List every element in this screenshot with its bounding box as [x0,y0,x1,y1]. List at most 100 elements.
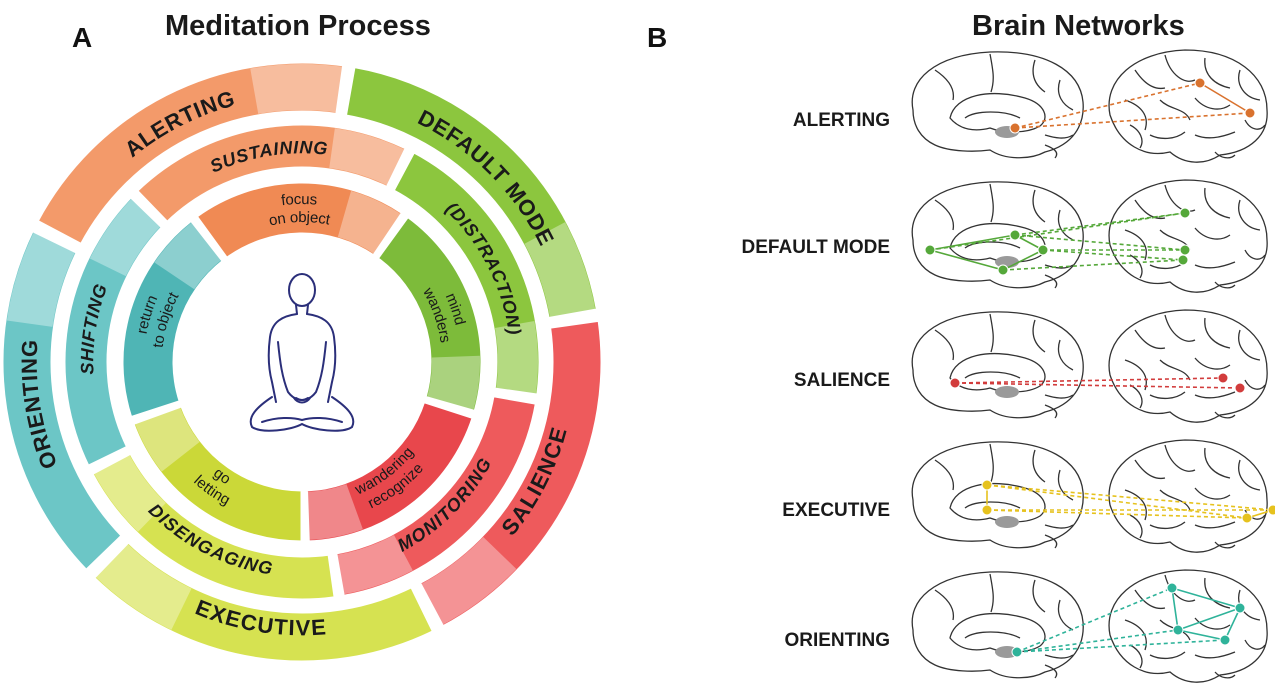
inner-segment-1 [375,214,484,414]
network-edge-0-2 [1199,82,1251,114]
inner-segment-highlight-4 [154,221,222,290]
inner-segment-2 [304,399,476,544]
middle-segment-1 [391,149,542,397]
brain-row-3 [911,439,1275,553]
network-node-3-2 [1241,512,1253,524]
network-edge-3-3 [986,509,1248,519]
network-node-1-4 [1179,207,1191,219]
network-edge-1-6 [1014,234,1186,251]
network-node-1-5 [1179,244,1191,256]
network-node-0-1 [1194,77,1206,89]
network-label-orienting: ORIENTING [784,630,890,651]
network-node-2-2 [1234,382,1246,394]
network-edge-1-3 [1002,249,1044,271]
inner-segment-highlight-0 [337,190,402,255]
brain-medial-icon [911,571,1084,679]
network-node-4-4 [1219,634,1231,646]
network-edge-0-0 [1014,82,1201,129]
network-edge-0-1 [1014,112,1251,129]
inner-segment-3 [130,403,304,544]
meditating-person-icon [249,273,355,432]
middle-segment-0 [134,122,409,225]
outer-segment-3 [91,539,436,664]
network-edge-4-7 [1016,639,1226,653]
network-label-salience: SALIENCE [793,370,890,391]
network-edge-1-9 [1042,249,1184,261]
brain-medial-icon [911,181,1084,289]
inner-segment-0 [194,180,405,261]
network-edge-4-4 [1177,607,1241,631]
outer-segment-4 [0,228,125,573]
network-node-0-0 [1009,122,1021,134]
outer-segment-highlight-0 [250,64,344,114]
network-edge-2-1 [954,382,1241,389]
middle-segment-highlight-3 [93,454,166,532]
brain-row-2 [911,309,1268,423]
network-edge-4-1 [1016,629,1179,653]
network-node-2-0 [949,377,961,389]
network-node-1-3 [1037,244,1049,256]
brain-row-1 [911,179,1268,293]
middle-segment-3 [89,451,337,602]
network-node-1-6 [1177,254,1189,266]
outer-segment-highlight-2 [420,537,517,626]
panel-b-title: Brain Networks [972,10,1185,42]
middle-segment-highlight-2 [336,535,413,595]
network-edge-4-3 [1171,587,1179,631]
brain-medial-icon [911,441,1084,549]
network-node-4-0 [1011,646,1023,658]
brain-lateral-icon [1108,49,1268,163]
network-node-3-1 [981,504,993,516]
network-edge-4-6 [1177,629,1226,641]
network-edge-1-5 [1014,212,1186,236]
outer-segment-highlight-4 [6,231,76,327]
middle-segment-highlight-4 [89,198,162,277]
middle-segment-2 [333,393,539,599]
panel-b-letter: B [647,22,668,53]
inner-ring [120,180,484,544]
network-edge-4-2 [1171,587,1241,609]
network-node-4-1 [1166,582,1178,594]
inner-label-3-line2: go [210,464,233,487]
network-node-3-0 [981,479,993,491]
network-edge-1-1 [929,249,1004,271]
brain-lateral-icon [1108,439,1268,553]
network-edge-4-0 [1016,587,1173,653]
middle-segment-highlight-0 [329,128,406,186]
network-node-0-2 [1244,107,1256,119]
brain-row-0 [911,49,1268,163]
network-node-3-3 [1267,504,1275,516]
middle-ring [62,122,542,602]
inner-label-0-line2: on object [267,209,332,230]
brain-lateral-icon [1108,309,1268,423]
network-node-4-2 [1234,602,1246,614]
brain-medial-icon [911,311,1084,419]
outer-ring [0,60,604,664]
network-label-default-mode: DEFAULT MODE [741,237,890,258]
network-node-1-0 [924,244,936,256]
outer-segment-highlight-3 [94,543,192,630]
brain-medial-icon [911,51,1084,159]
outer-segment-highlight-1 [524,222,596,319]
network-edge-1-4 [929,212,1186,251]
brain-networks [911,49,1275,683]
inner-segment-highlight-1 [426,355,480,412]
network-edge-3-2 [986,484,1274,511]
network-edge-4-5 [1224,607,1241,641]
middle-segment-4 [62,194,165,469]
network-label-executive: EXECUTIVE [782,500,890,521]
outer-segment-0 [35,60,346,247]
middle-segment-highlight-1 [495,321,538,395]
network-node-4-3 [1172,624,1184,636]
network-node-1-1 [1009,229,1021,241]
network-node-2-1 [1217,372,1229,384]
brain-lateral-icon [1108,179,1268,293]
inner-label-0-line1: focus [280,191,317,209]
inner-segment-highlight-3 [134,406,200,472]
outer-segment-2 [417,318,604,629]
inner-segment-highlight-2 [306,484,363,540]
inner-segment-4 [120,218,226,420]
outer-segment-1 [343,64,600,321]
